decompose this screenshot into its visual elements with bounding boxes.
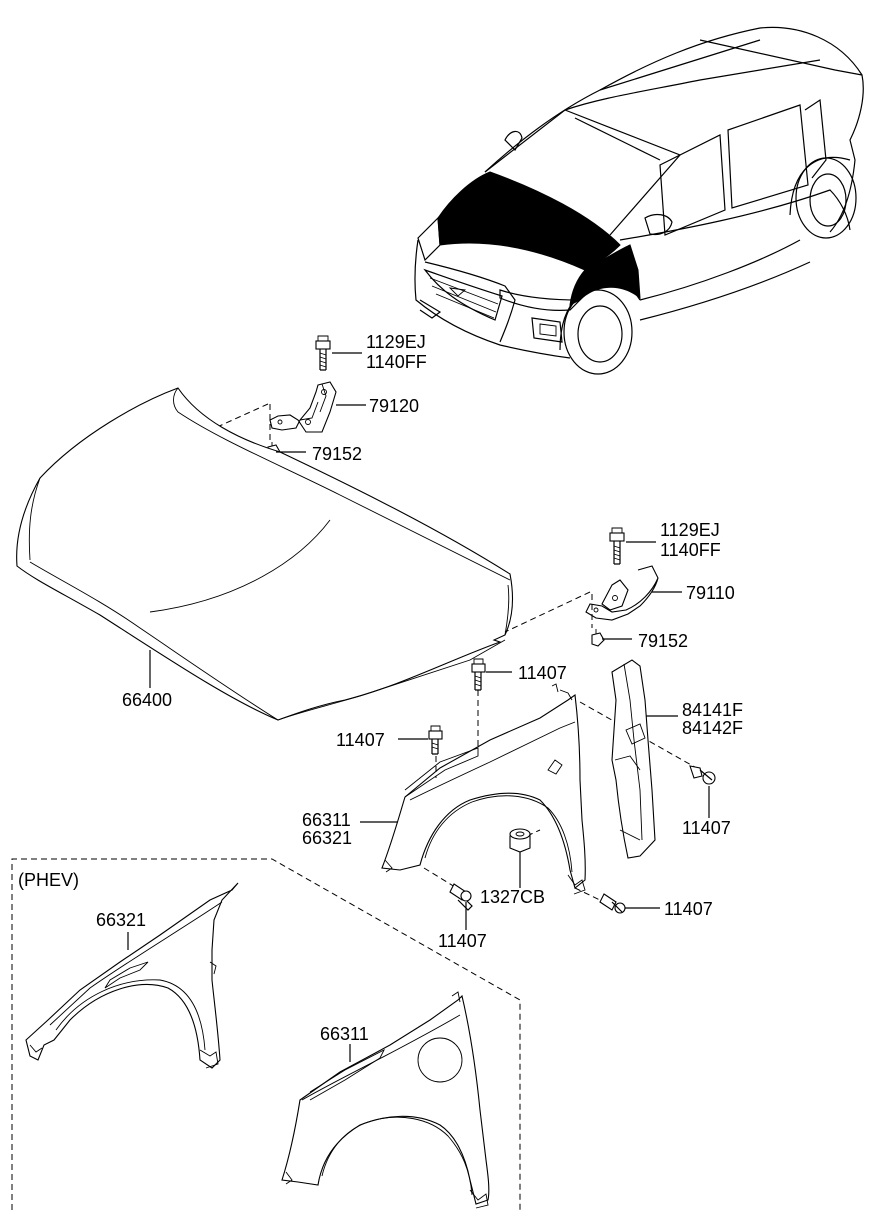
label-hinge-lh-bolt-a: 1129EJ [366, 332, 426, 352]
hood-panel [16, 387, 514, 721]
fender-bolt-top [471, 658, 486, 691]
label-hinge-rh-bolt-a: 1129EJ [660, 520, 720, 540]
label-hood: 66400 [122, 690, 172, 710]
phev-fender-lh-label: 66321 [96, 910, 146, 930]
label-guard-bolt: 11407 [682, 818, 731, 838]
label-hinge-lh: 79120 [369, 396, 419, 416]
hinge-lh-bolt [315, 335, 331, 371]
phev-fender-rh: 66311 [281, 991, 490, 1209]
label-fender-bolt-top: 11407 [518, 663, 567, 683]
label-fender-bolt-left: 11407 [336, 730, 385, 750]
label-fender-bolt-right: 11407 [664, 899, 713, 919]
label-clip: 1327CB [480, 887, 545, 907]
label-hinge-lh-nut: 79152 [312, 444, 362, 464]
label-guard-b: 84142F [682, 718, 743, 738]
part-labels: 1129EJ 1140FF 79120 79152 1129EJ 1140FF … [122, 332, 743, 951]
phev-section: (PHEV) 66321 66311 [11, 858, 521, 1210]
hinge-rh-bolt [609, 527, 625, 565]
label-hinge-rh-bolt-b: 1140FF [660, 540, 721, 560]
guard-bolt [689, 765, 716, 785]
label-fender-bolt-bottom: 11407 [438, 931, 487, 951]
vehicle-illustration [414, 26, 864, 375]
phev-fender-rh-label: 66311 [320, 1024, 369, 1044]
fender-clip [509, 828, 531, 853]
phev-title: (PHEV) [18, 870, 79, 890]
fender-bolt-bottom [449, 883, 473, 911]
fender-bolt-left [428, 725, 443, 755]
leader-lines [149, 352, 710, 930]
hood-hinge-rh-assembly [504, 527, 659, 647]
label-hinge-lh-bolt-b: 1140FF [366, 352, 427, 372]
label-hinge-rh: 79110 [686, 583, 735, 603]
fender-insulator [611, 659, 656, 859]
fender-bolt-right [599, 893, 626, 914]
hood-hinge-lh-assembly [214, 335, 337, 459]
phev-fender-lh: 66321 [25, 882, 239, 1069]
label-hinge-rh-nut: 79152 [638, 631, 688, 651]
label-fender-b: 66321 [302, 828, 352, 848]
label-guard-a: 84141F [682, 700, 743, 720]
label-fender-a: 66311 [302, 810, 351, 830]
